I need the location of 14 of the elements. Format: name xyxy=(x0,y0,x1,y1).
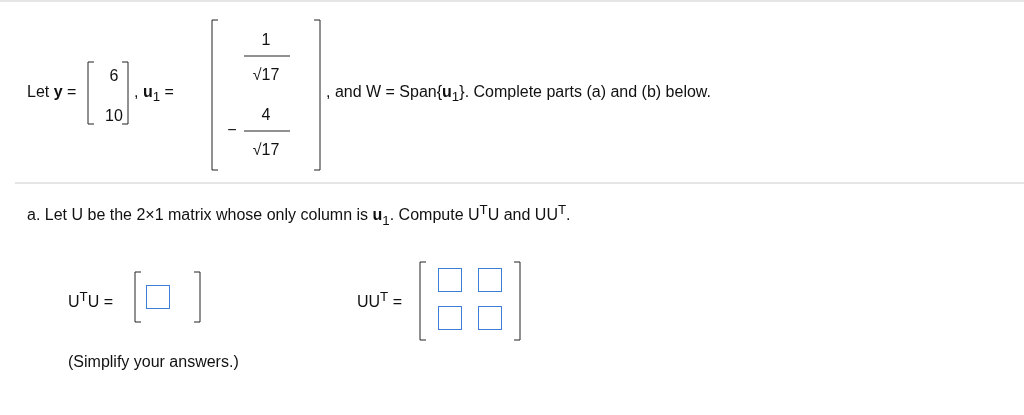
matrix-entry: 10 xyxy=(105,106,123,126)
numerator: 1 xyxy=(261,30,271,50)
minus-sign: − xyxy=(227,120,237,140)
sentence: a. Let U be the 2×1 matrix whose only column is u$_{1}$. Compute U$^{T}$U and UU$^{T}$. xyxy=(27,201,571,230)
sentence: , and W = Span{u$_{1}$}. Complete parts (a) and (b) below. xyxy=(326,82,711,107)
numerator: 4 xyxy=(261,105,271,125)
text-label: UU$^{T}$ = xyxy=(357,288,403,313)
denominator: √17 xyxy=(252,65,280,85)
denominator: √17 xyxy=(252,140,280,160)
text-label: , u$_{1}$ = xyxy=(134,82,174,107)
note-text: (Simplify your answers.) xyxy=(68,352,239,372)
matrix-entry: 6 xyxy=(109,66,119,86)
text-label: Let y = xyxy=(27,82,77,102)
text-label: U$^{T}$U = xyxy=(68,288,114,313)
